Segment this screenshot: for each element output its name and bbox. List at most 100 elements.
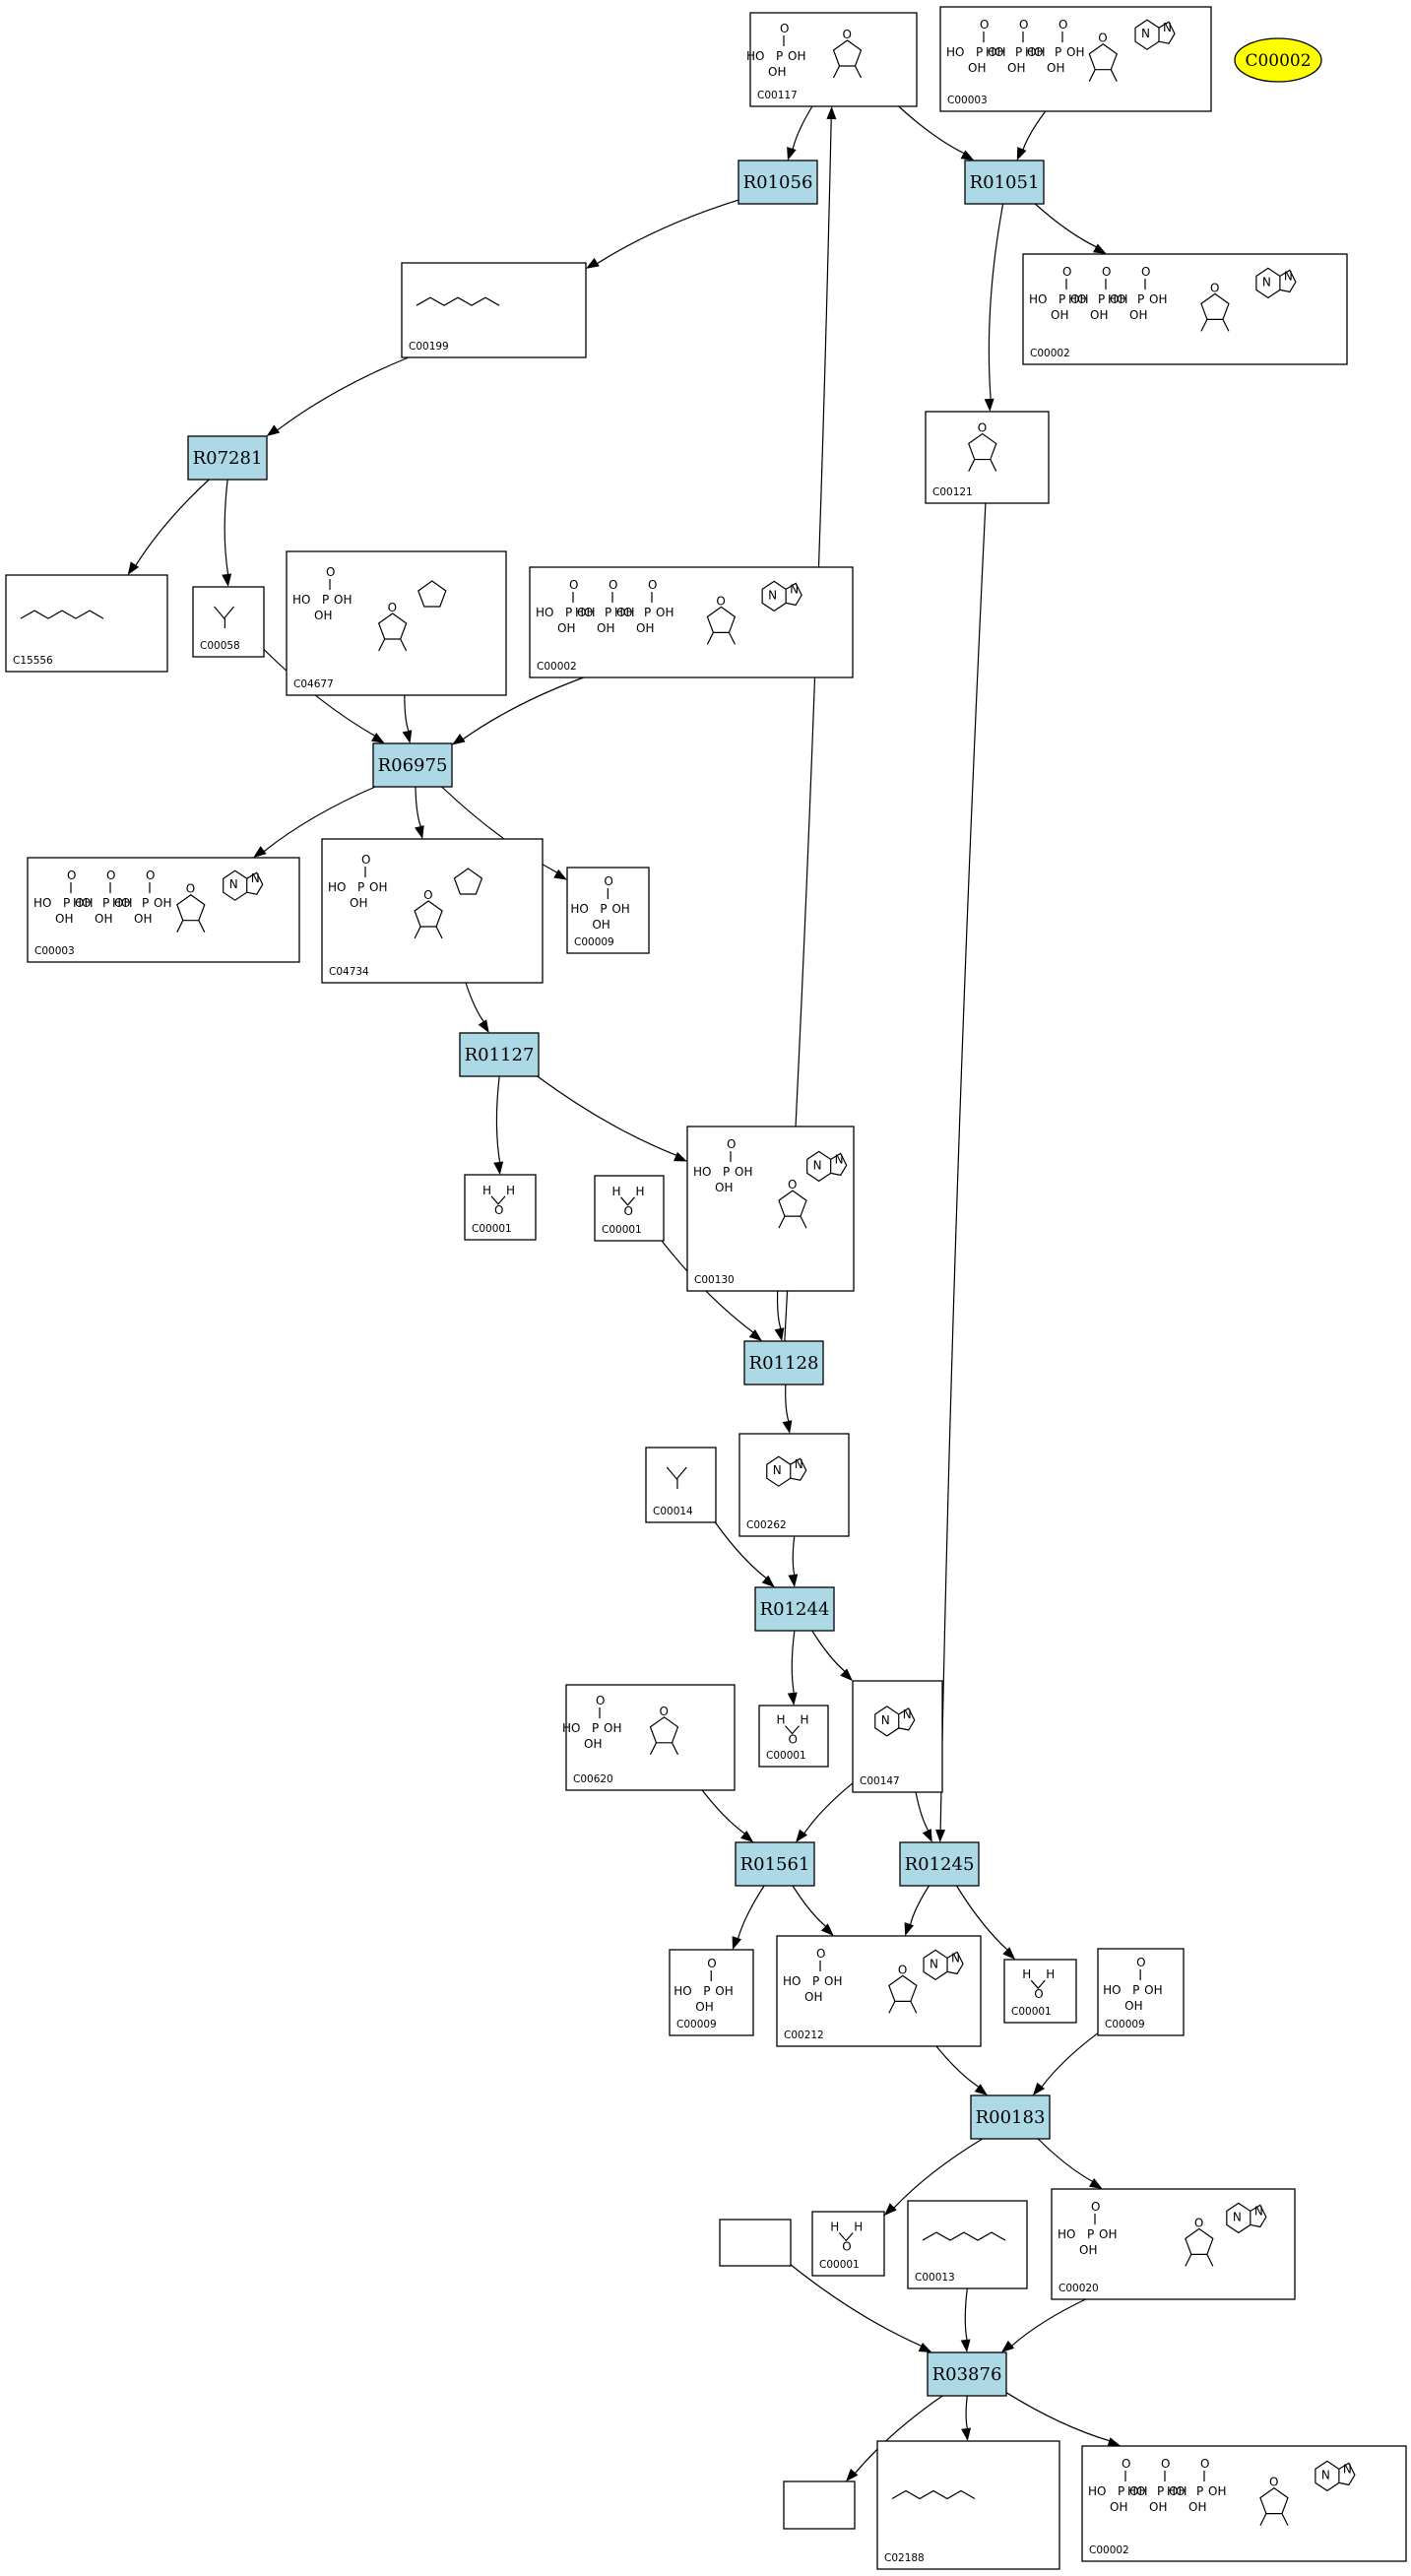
reaction-r01244[interactable]: R01244 <box>754 1586 835 1632</box>
reaction-r01128[interactable]: R01128 <box>743 1340 824 1385</box>
edge-R01244-c00147 <box>811 1630 853 1682</box>
reaction-label: R01056 <box>743 172 813 193</box>
edge-R07281-c00058 <box>222 479 232 587</box>
compound-unlabeled_a[interactable] <box>719 2219 792 2267</box>
compound-id: C00001 <box>1011 2006 1052 2018</box>
structure-image <box>666 1466 687 1489</box>
edge-R01561-c00212 <box>792 1885 834 1936</box>
edge-R03876-unlabeled_b <box>846 2395 943 2481</box>
edge-R06975-c00003_mid <box>253 786 376 858</box>
arrowhead <box>732 1936 742 1950</box>
compound-c00001_e[interactable]: C00001 <box>811 2211 885 2277</box>
compound-c00001_b[interactable]: C00001 <box>594 1175 665 1242</box>
arrowhead <box>1107 2437 1122 2447</box>
arrowhead <box>402 730 413 743</box>
compound-id: C00003 <box>34 945 75 957</box>
edge-unlabeled_a-R03876 <box>790 2264 932 2352</box>
structure-image <box>416 296 500 306</box>
arrowhead <box>922 1829 932 1842</box>
reaction-r01127[interactable]: R01127 <box>459 1032 540 1077</box>
reaction-layer: R01056 R01051R07281R06975R01127R01128R012… <box>187 160 1051 2397</box>
edge-R01056-c00199 <box>586 199 739 269</box>
compound-id: C00058 <box>200 640 240 652</box>
compound-c00130[interactable]: C00130 <box>686 1126 855 1292</box>
compound-c00199[interactable]: C00199 <box>401 262 587 358</box>
compound-c00020[interactable]: C00020 <box>1051 2188 1296 2300</box>
compound-id: C00020 <box>1058 2283 1099 2294</box>
arrowhead <box>586 257 600 269</box>
edge-R01127-c00130 <box>537 1075 687 1162</box>
compound-c00009_b[interactable]: C00009 <box>669 1949 754 2036</box>
compound-unlabeled_b[interactable] <box>783 2480 856 2530</box>
compound-c00002_a[interactable]: C00002 <box>1022 253 1348 365</box>
arrowhead <box>493 1161 504 1175</box>
edge-R01244-c00001_c <box>787 1630 798 1706</box>
reaction-label: R03876 <box>932 2364 1002 2385</box>
compound-c00003_top[interactable]: C00003 <box>939 6 1212 112</box>
compound-id: C00130 <box>694 1274 735 1286</box>
arrowhead <box>1016 147 1027 161</box>
edge-R00183-c00020 <box>1037 2138 1103 2189</box>
arrowhead <box>960 150 975 161</box>
compound-c00117[interactable]: C00117 <box>745 12 918 107</box>
compound-c00620[interactable]: C00620 <box>561 1684 736 1791</box>
reaction-r03876[interactable]: R03876 <box>927 2351 1007 2397</box>
structure-image <box>922 2231 1006 2241</box>
reaction-label: R01244 <box>760 1599 830 1620</box>
reaction-r01245[interactable]: R01245 <box>899 1841 980 1887</box>
compound-c00009_a[interactable]: C00009 <box>566 867 650 954</box>
reaction-label: R06975 <box>378 755 448 776</box>
compound-c00001_c[interactable]: C00001 <box>758 1705 829 1768</box>
compound-id: C00147 <box>860 1775 900 1787</box>
compound-c00003_mid[interactable]: C00003 <box>27 857 300 963</box>
compound-c00058[interactable]: C00058 <box>192 586 265 658</box>
reaction-r00183[interactable]: R00183 <box>970 2094 1051 2140</box>
edge-c00002_b-R06975 <box>452 676 584 745</box>
compound-c00262[interactable]: C00262 <box>738 1433 850 1537</box>
reaction-label: R07281 <box>193 448 263 469</box>
arrowhead <box>452 734 466 745</box>
edge-c00262-R01244 <box>788 1535 799 1587</box>
reaction-r01561[interactable]: R01561 <box>735 1841 815 1887</box>
compound-c00121[interactable]: C00121 <box>925 411 1050 504</box>
edge-R01561-c00009_b <box>732 1885 765 1950</box>
compound-c00014[interactable]: C00014 <box>645 1447 717 1523</box>
compound-c00147[interactable]: C00147 <box>852 1680 943 1793</box>
edge-R03876-c02188 <box>961 2395 972 2441</box>
arrowhead <box>782 1420 793 1434</box>
arrowhead <box>553 869 567 880</box>
arrowhead <box>960 2339 971 2352</box>
reaction-r01056[interactable]: R01056 <box>738 160 818 205</box>
reaction-r01051[interactable]: R01051 <box>964 160 1045 205</box>
edge-R01051-c00121 <box>984 203 1004 412</box>
edge-c00147-R01245 <box>915 1791 932 1842</box>
edge-c00001_b-R01128 <box>661 1240 762 1341</box>
compound-id: C00002 <box>1089 2544 1129 2556</box>
compound-c00001_a[interactable]: C00001 <box>464 1174 537 1241</box>
arrowhead <box>222 573 232 587</box>
edge-c04734-R01127 <box>465 982 489 1033</box>
compound-c00212[interactable]: C00212 <box>776 1935 982 2047</box>
arrowhead <box>788 1574 799 1587</box>
compound-c00002_c[interactable]: C00002 <box>1081 2445 1407 2562</box>
compound-c00013[interactable]: C00013 <box>907 2200 1028 2289</box>
compound-c00001_d[interactable]: C00001 <box>1003 1959 1077 2024</box>
compound-c00002_b[interactable]: C00002 <box>529 566 854 678</box>
compound-id: C04677 <box>293 678 334 690</box>
compound-c04734[interactable]: C04734 <box>321 838 544 984</box>
arrowhead <box>826 106 837 120</box>
arrowhead <box>918 2342 932 2352</box>
legend-c00002[interactable]: C00002 <box>1234 37 1322 83</box>
reaction-r06975[interactable]: R06975 <box>372 742 453 788</box>
compound-c04677[interactable]: C04677 <box>286 550 507 696</box>
compound-c02188[interactable]: C02188 <box>876 2440 1060 2570</box>
compound-c00009_c[interactable]: C00009 <box>1097 1948 1185 2036</box>
edge-c00009_c-R00183 <box>1032 2032 1099 2095</box>
arrowhead <box>796 1829 807 1842</box>
compound-c15556[interactable]: C15556 <box>5 574 168 673</box>
edge-R03876-c00002_c <box>1005 2392 1122 2447</box>
reaction-r07281[interactable]: R07281 <box>187 435 268 481</box>
compound-id: C00262 <box>746 1519 787 1531</box>
compound-id: C00121 <box>932 486 973 498</box>
arrowhead <box>748 1329 762 1341</box>
